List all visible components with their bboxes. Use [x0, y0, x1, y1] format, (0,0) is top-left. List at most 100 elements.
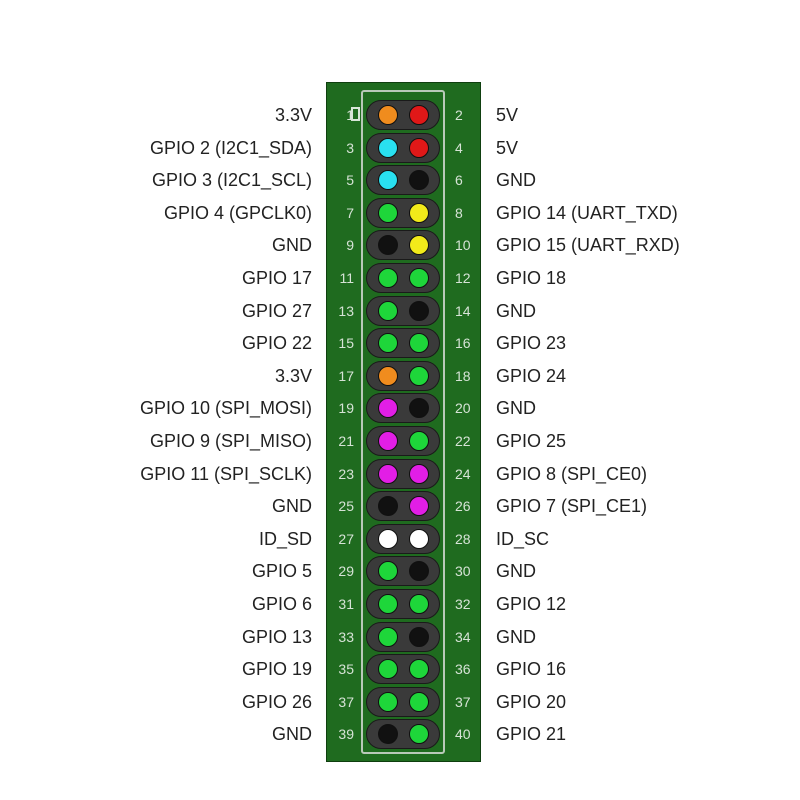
pin-label-right: GPIO 15 (UART_RXD) — [496, 235, 680, 256]
pin-number-left: 9 — [346, 237, 354, 254]
pin-number-left: 7 — [346, 204, 354, 221]
pin-label-left: GPIO 13 — [241, 626, 312, 647]
pin-number-left: 15 — [338, 335, 354, 352]
pin-label-left: GPIO 9 (SPI_MISO) — [149, 431, 312, 451]
pin-number-left: 5 — [346, 172, 354, 189]
pin-number-right: 12 — [455, 270, 471, 286]
pin-label-left: GPIO 5 — [251, 561, 312, 582]
pin-right-dot-icon — [409, 594, 429, 614]
pin-label-right: GPIO 8 (SPI_CE0) — [496, 463, 648, 484]
pin-left-dot-icon — [378, 463, 398, 484]
pin-number-left: 39 — [338, 726, 354, 743]
header-outline — [361, 90, 445, 754]
pin-number-right: 40 — [455, 726, 471, 743]
pin-right-dot-icon — [409, 691, 429, 712]
pin-right-dot-icon — [409, 724, 429, 745]
pin-number-left: 25 — [338, 498, 354, 515]
pin-left-dot-icon — [378, 496, 398, 517]
pin-label-left: GPIO 6 — [251, 594, 312, 614]
pin-number-right: 37 — [455, 693, 471, 710]
pin-left-dot-icon — [378, 235, 398, 256]
pin-label-right: GPIO 25 — [496, 431, 567, 451]
pin-number-right: 28 — [455, 530, 471, 547]
pin-label-right: GPIO 23 — [496, 333, 567, 354]
pin-right-dot-icon — [409, 528, 429, 549]
pin-left-dot-icon — [378, 105, 398, 125]
pin-number-left: 29 — [338, 563, 354, 580]
pin-number-right: 30 — [455, 563, 471, 580]
pin-left-dot-icon — [378, 724, 398, 745]
pin-number-left: 1 — [346, 107, 354, 123]
pin-label-right: GPIO 20 — [496, 691, 567, 712]
pin-number-left: 27 — [338, 530, 354, 547]
pin-label-right: GND — [496, 170, 536, 191]
pin-label-left: GPIO 4 (GPCLK0) — [163, 202, 312, 223]
pin-number-right: 20 — [455, 400, 471, 417]
pin-left-dot-icon — [378, 431, 398, 451]
pin-right-dot-icon — [409, 137, 429, 158]
pin-left-dot-icon — [378, 137, 398, 158]
pin-label-right: 5V — [496, 137, 519, 158]
pin-label-right: GPIO 12 — [496, 594, 567, 614]
pin-number-right: 8 — [455, 204, 463, 221]
pin-left-dot-icon — [378, 333, 398, 354]
pin-right-dot-icon — [409, 496, 429, 517]
pin-right-dot-icon — [409, 268, 429, 288]
pin-label-right: 5V — [496, 105, 519, 125]
pin-label-right: ID_SC — [496, 528, 550, 549]
pin-right-dot-icon — [409, 561, 429, 582]
pin-left-dot-icon — [378, 365, 398, 386]
pin-label-left: GPIO 3 (I2C1_SCL) — [151, 170, 312, 191]
pin-label-right: GPIO 24 — [496, 365, 567, 386]
pin-right-dot-icon — [409, 463, 429, 484]
pin-label-left: GPIO 10 (SPI_MOSI) — [139, 398, 312, 419]
pin-number-left: 21 — [338, 433, 354, 449]
pin-label-left: GPIO 26 — [241, 691, 312, 712]
pin-label-left: 3.3V — [274, 105, 312, 125]
pin-label-left: GPIO 19 — [241, 659, 312, 680]
pin-label-left: GPIO 27 — [241, 300, 312, 321]
pin-number-left: 17 — [338, 367, 354, 384]
pin-number-right: 10 — [455, 237, 471, 254]
pin-number-left: 35 — [338, 661, 354, 678]
pin-number-right: 16 — [455, 335, 471, 352]
pin-label-right: GND — [496, 626, 536, 647]
pin-right-dot-icon — [409, 333, 429, 354]
pin-number-right: 14 — [455, 302, 471, 319]
pin-left-dot-icon — [378, 300, 398, 321]
pin-label-left: GPIO 17 — [241, 268, 312, 288]
pin-right-dot-icon — [409, 105, 429, 125]
pin-right-dot-icon — [409, 431, 429, 451]
pin-left-dot-icon — [378, 561, 398, 582]
pin-left-dot-icon — [378, 170, 398, 191]
pin-left-dot-icon — [378, 268, 398, 288]
pin-right-dot-icon — [409, 398, 429, 419]
pin-number-left: 19 — [338, 400, 354, 417]
pin-label-left: ID_SD — [258, 528, 312, 549]
pin-label-right: GND — [496, 398, 536, 419]
pin-left-dot-icon — [378, 202, 398, 223]
pin-right-dot-icon — [409, 202, 429, 223]
pin-label-left: GND — [272, 235, 312, 256]
pin-right-dot-icon — [409, 626, 429, 647]
pin-label-right: GPIO 18 — [496, 268, 567, 288]
pin-number-right: 34 — [455, 628, 471, 645]
pin-label-right: GPIO 21 — [496, 724, 567, 745]
pin-number-left: 33 — [338, 628, 354, 645]
pin-label-right: GND — [496, 300, 536, 321]
pin-label-left: GND — [272, 724, 312, 745]
pin-right-dot-icon — [409, 659, 429, 680]
pin-label-right: GPIO 7 (SPI_CE1) — [496, 496, 648, 517]
pin-number-left: 31 — [338, 596, 354, 612]
pin-number-right: 32 — [455, 596, 471, 612]
pin-number-right: 26 — [455, 498, 471, 515]
pin-left-dot-icon — [378, 659, 398, 680]
pin1-marker-icon — [351, 107, 360, 121]
pin-label-left: GPIO 2 (I2C1_SDA) — [149, 137, 312, 158]
pin-right-dot-icon — [409, 300, 429, 321]
pin-right-dot-icon — [409, 365, 429, 386]
pin-left-dot-icon — [378, 691, 398, 712]
pin-number-right: 6 — [455, 172, 463, 189]
pin-right-dot-icon — [409, 235, 429, 256]
